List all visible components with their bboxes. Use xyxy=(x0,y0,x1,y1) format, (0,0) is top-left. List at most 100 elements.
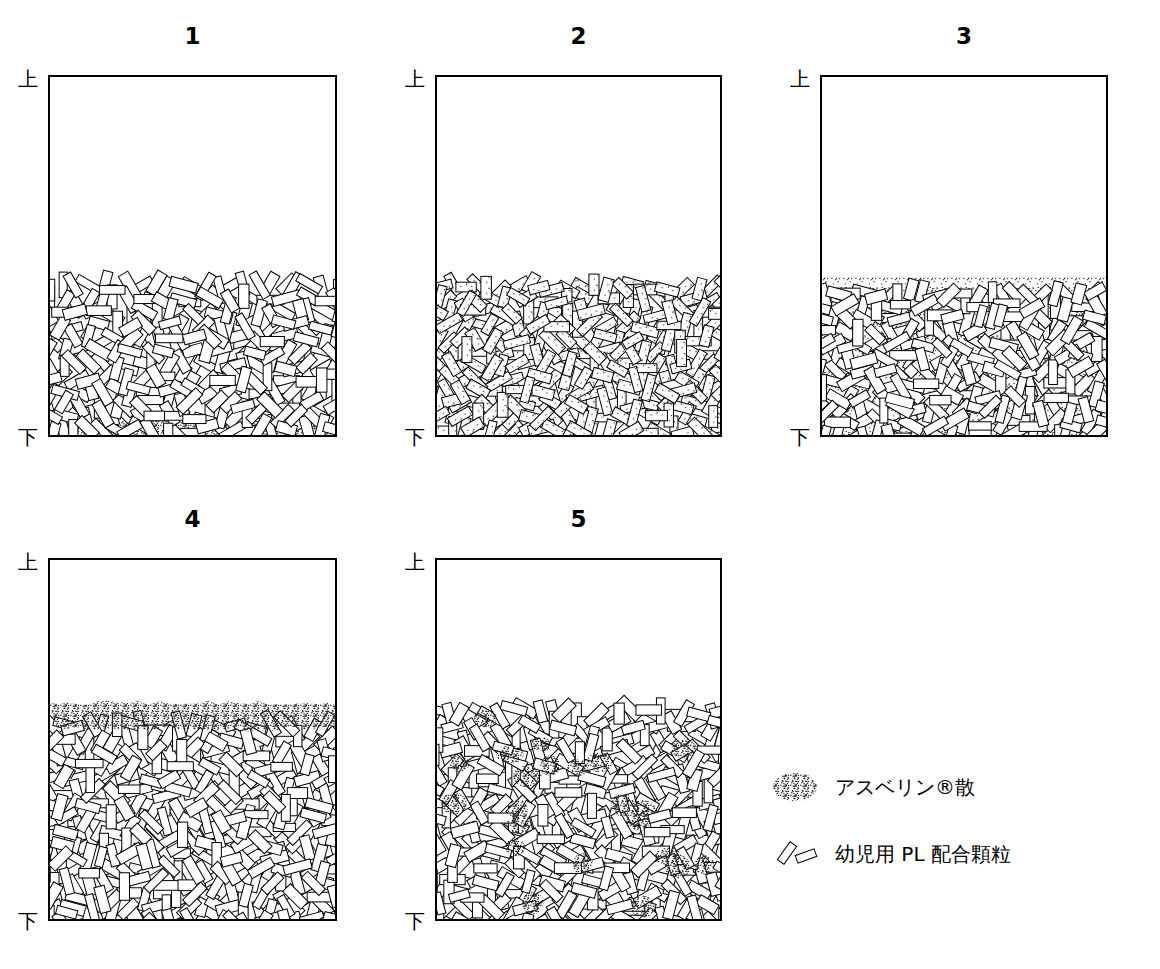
granule xyxy=(323,396,335,415)
granule xyxy=(692,277,707,301)
granule xyxy=(50,854,51,882)
granule xyxy=(622,332,644,350)
granule xyxy=(260,336,284,346)
granule xyxy=(437,830,446,855)
granule xyxy=(437,870,438,894)
granule xyxy=(196,287,224,309)
granule xyxy=(86,306,111,316)
granule xyxy=(445,844,461,868)
granule xyxy=(672,808,696,818)
granule xyxy=(1019,298,1045,318)
direction-label: 下 xyxy=(405,425,425,449)
granule xyxy=(217,780,242,805)
granule xyxy=(644,827,670,836)
side-label-wrap: 上 xyxy=(405,67,425,91)
granule xyxy=(941,309,964,324)
granule xyxy=(562,351,577,377)
granule xyxy=(537,835,564,844)
container-contents xyxy=(822,277,1106,435)
granule xyxy=(914,379,939,389)
granule xyxy=(449,702,469,726)
granule xyxy=(283,884,309,910)
granule xyxy=(470,801,489,825)
granule xyxy=(969,430,991,435)
granule xyxy=(182,329,206,345)
container-box: 2 xyxy=(435,75,722,437)
granule xyxy=(457,290,477,316)
legend-row: アスベリン®散 xyxy=(835,774,975,800)
granule xyxy=(257,392,283,418)
granule-sample xyxy=(777,842,816,865)
granule xyxy=(484,420,498,435)
granule xyxy=(687,707,711,722)
granule xyxy=(92,379,114,407)
panel-number: 5 xyxy=(437,504,720,534)
direction-label: 下 xyxy=(18,425,38,449)
granule xyxy=(824,417,850,427)
granule xyxy=(719,908,720,919)
granule xyxy=(296,353,317,374)
direction-label: 上 xyxy=(405,67,425,91)
granule xyxy=(323,422,335,435)
powder-clump xyxy=(508,799,528,821)
granule xyxy=(300,754,314,776)
granule xyxy=(277,909,293,919)
granule xyxy=(312,823,335,839)
direction-label: 下 xyxy=(790,425,810,449)
granule xyxy=(144,868,169,893)
granule xyxy=(687,895,702,919)
granule xyxy=(709,406,718,428)
granule xyxy=(117,344,142,358)
granule xyxy=(50,747,66,767)
powder-clump xyxy=(497,745,524,763)
granule xyxy=(51,794,68,821)
granule xyxy=(1084,282,1106,301)
granule xyxy=(243,346,266,360)
granule xyxy=(1048,281,1063,307)
powder-clump xyxy=(573,853,593,875)
granule xyxy=(1078,397,1094,423)
container-contents xyxy=(50,701,335,919)
granule xyxy=(309,321,333,335)
granule xyxy=(1061,316,1083,345)
granule xyxy=(540,879,563,902)
granule xyxy=(628,366,643,392)
powder-clump xyxy=(449,756,470,772)
granule xyxy=(106,805,116,829)
granule xyxy=(822,300,831,315)
granule xyxy=(236,366,252,393)
granule xyxy=(248,830,272,854)
granule xyxy=(654,282,679,297)
container-contents xyxy=(437,272,720,435)
granule xyxy=(831,294,859,316)
granule xyxy=(437,406,450,424)
powder-clump xyxy=(672,739,697,759)
granule xyxy=(239,284,249,308)
granule xyxy=(62,304,87,320)
granule xyxy=(530,406,554,430)
granule xyxy=(555,813,574,838)
granule xyxy=(183,882,207,906)
container-contents xyxy=(50,270,335,435)
granule xyxy=(631,851,658,878)
granule xyxy=(591,367,613,382)
granule xyxy=(50,372,62,387)
granule xyxy=(1095,400,1106,417)
granule xyxy=(136,843,153,870)
granule xyxy=(321,342,335,364)
granule xyxy=(55,390,74,414)
granule xyxy=(1004,386,1026,408)
granule xyxy=(822,425,831,435)
granule xyxy=(469,724,490,752)
granule xyxy=(610,303,633,326)
granule xyxy=(235,313,255,340)
granule xyxy=(156,334,183,343)
panel-number: 2 xyxy=(437,21,720,51)
granule xyxy=(1083,310,1106,325)
granule xyxy=(437,300,448,320)
granule xyxy=(448,889,470,902)
granule xyxy=(564,395,588,415)
granule xyxy=(474,864,497,873)
container-box: 4 xyxy=(48,558,337,921)
